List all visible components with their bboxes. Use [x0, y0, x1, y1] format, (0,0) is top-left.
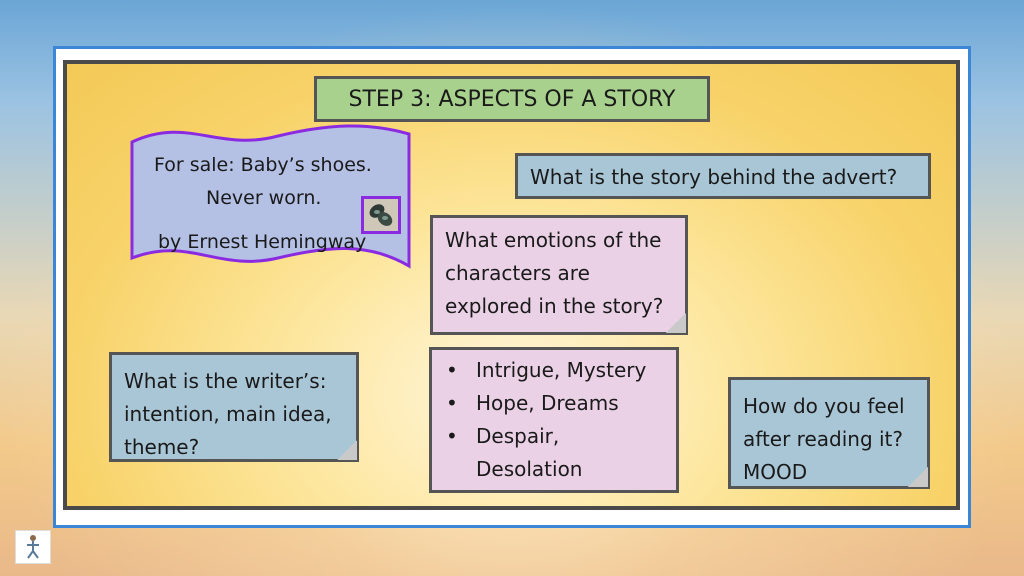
advert-line-2: Never worn. — [206, 187, 322, 209]
emotions-line-3: explored in the story? — [445, 294, 664, 318]
list-item: Hope, Dreams — [446, 387, 666, 420]
mood-line-2: after reading it? — [743, 427, 904, 451]
emotions-line-2: characters are — [445, 261, 590, 285]
folded-corner — [908, 467, 928, 487]
advert-banner: For sale: Baby’s shoes. Never worn. by E… — [128, 124, 412, 274]
baby-shoes-image — [361, 196, 401, 234]
list-item-continued: Desolation — [476, 457, 583, 481]
list-item: Intrigue, Mystery — [446, 354, 666, 387]
slide-title: STEP 3: ASPECTS OF A STORY — [314, 76, 710, 122]
folded-corner — [666, 313, 686, 333]
emotion-list: Intrigue, Mystery Hope, Dreams Despair, — [444, 354, 666, 453]
figure-logo-icon — [15, 530, 51, 564]
mood-box: How do you feel after reading it? MOOD — [728, 377, 930, 489]
banner-shape — [130, 124, 411, 269]
emotion-list-box: Intrigue, Mystery Hope, Dreams Despair, … — [429, 347, 679, 493]
intention-line-2: intention, main idea, — [124, 402, 332, 426]
emotions-line-1: What emotions of the — [445, 228, 662, 252]
intention-line-3: theme? — [124, 435, 200, 459]
story-behind-text: What is the story behind the advert? — [530, 165, 898, 189]
intention-line-1: What is the writer’s: — [124, 369, 327, 393]
writer-intention-box: What is the writer’s: intention, main id… — [109, 352, 359, 462]
mood-line-3: MOOD — [743, 460, 808, 484]
slide-title-text: STEP 3: ASPECTS OF A STORY — [348, 86, 676, 112]
story-behind-box: What is the story behind the advert? — [515, 153, 931, 199]
folded-corner — [337, 440, 357, 460]
advert-line-1: For sale: Baby’s shoes. — [154, 154, 372, 176]
emotions-question-box: What emotions of the characters are expl… — [430, 215, 688, 335]
list-item: Despair, — [446, 420, 666, 453]
advert-author: by Ernest Hemingway — [158, 231, 367, 253]
mood-line-1: How do you feel — [743, 394, 905, 418]
